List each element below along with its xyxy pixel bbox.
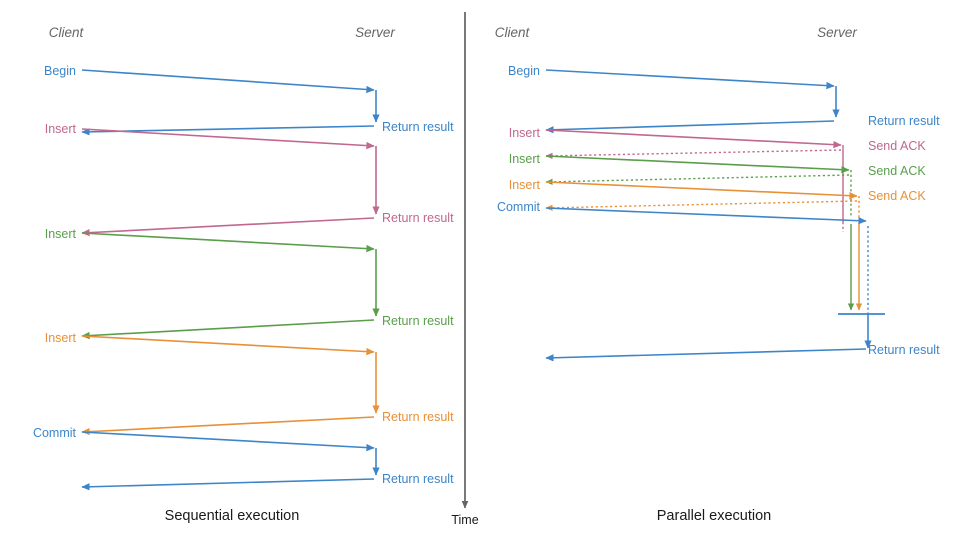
- client-message-label-parallel-2: Insert: [509, 152, 541, 166]
- message-response-sequential-insert-3: [81, 416, 375, 436]
- message-ack-parallel-insert-3: [545, 200, 858, 212]
- lane-title-client-sequential: Client: [49, 25, 85, 40]
- client-message-label-sequential-4: Commit: [33, 426, 77, 440]
- client-message-label-sequential-1: Insert: [45, 122, 77, 136]
- message-request-parallel-insert-3: [545, 181, 858, 200]
- message-request-sequential-insert-2: [81, 232, 375, 253]
- message-request-parallel-begin: [545, 69, 835, 90]
- message-response-sequential-insert-2: [81, 319, 375, 340]
- message-request-parallel-insert-2: [545, 155, 850, 174]
- message-request-sequential-insert-3: [81, 335, 375, 356]
- message-response-sequential-commit: [81, 478, 375, 491]
- message-request-parallel-commit: [545, 207, 867, 225]
- client-message-label-parallel-4: Commit: [497, 200, 541, 214]
- client-message-label-sequential-2: Insert: [45, 227, 77, 241]
- client-message-label-parallel-0: Begin: [508, 64, 540, 78]
- message-response-sequential-begin: [81, 125, 375, 136]
- message-response-parallel-begin: [545, 120, 835, 134]
- server-message-label-sequential-2: Return result: [382, 314, 454, 328]
- panel-caption-parallel: Parallel execution: [657, 508, 771, 524]
- server-message-label-sequential-4: Return result: [382, 472, 454, 486]
- time-axis-label: Time: [451, 513, 478, 527]
- message-request-sequential-commit: [81, 431, 375, 452]
- message-request-parallel-insert-1: [545, 129, 842, 149]
- server-message-label-parallel-1: Send ACK: [868, 139, 926, 153]
- lane-title-server-parallel: Server: [817, 25, 857, 40]
- message-ack-parallel-insert-1: [545, 149, 842, 160]
- message-response-parallel-commit: [545, 348, 867, 362]
- message-response-sequential-insert-1: [81, 217, 375, 237]
- diagram-lines-layer: [81, 12, 885, 509]
- lane-title-client-parallel: Client: [495, 25, 531, 40]
- server-message-label-parallel-4: Return result: [868, 343, 940, 357]
- server-message-label-sequential-3: Return result: [382, 410, 454, 424]
- lane-title-server-sequential: Server: [355, 25, 395, 40]
- server-message-label-parallel-0: Return result: [868, 114, 940, 128]
- message-request-sequential-insert-1: [81, 128, 375, 150]
- message-ack-parallel-insert-2: [545, 174, 850, 186]
- server-message-label-sequential-1: Return result: [382, 211, 454, 225]
- server-message-label-parallel-2: Send ACK: [868, 164, 926, 178]
- server-message-label-sequential-0: Return result: [382, 120, 454, 134]
- client-message-label-sequential-3: Insert: [45, 331, 77, 345]
- message-request-sequential-begin: [81, 69, 375, 94]
- server-message-label-parallel-3: Send ACK: [868, 189, 926, 203]
- panel-caption-sequential: Sequential execution: [165, 508, 300, 524]
- client-message-label-sequential-0: Begin: [44, 64, 76, 78]
- client-message-label-parallel-1: Insert: [509, 126, 541, 140]
- client-message-label-parallel-3: Insert: [509, 178, 541, 192]
